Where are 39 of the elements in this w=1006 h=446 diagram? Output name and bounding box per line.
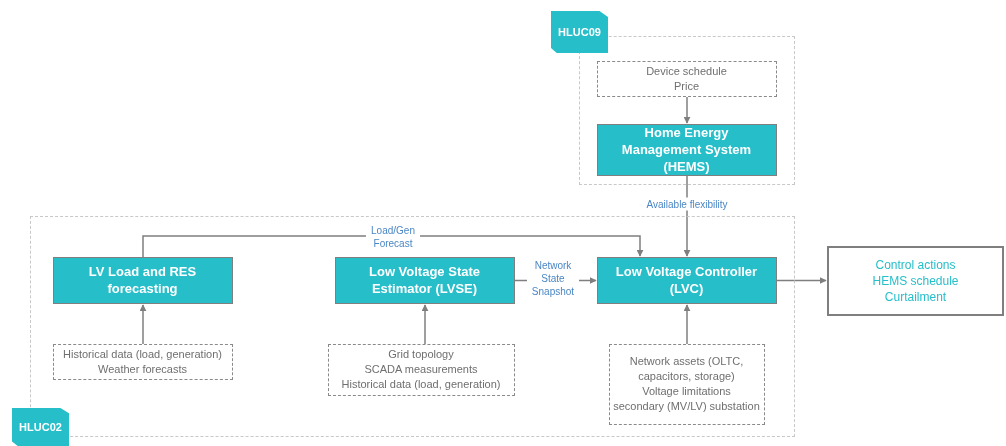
- node-text: Historical data (load, generation): [63, 346, 222, 362]
- arrow: [776, 277, 827, 284]
- process-box: [596, 256, 777, 304]
- node-text: SCADA measurements: [364, 362, 478, 377]
- arrow: [421, 304, 429, 345]
- input-box: [596, 60, 777, 97]
- node-text: Home Energy Management System (HEMS): [620, 124, 753, 175]
- node-text: Historical data (load, generation): [341, 377, 501, 392]
- node-text: LV Load and RES forecasting: [87, 263, 198, 297]
- input-box: [608, 343, 765, 425]
- process-box: [334, 256, 515, 304]
- tag-label: HLUC02: [19, 421, 62, 433]
- process-box: [596, 123, 777, 176]
- dashed-group-box: [579, 36, 795, 185]
- tag-label: HLUC09: [558, 26, 601, 38]
- node-text: Low Voltage Controller (LVC): [614, 263, 759, 297]
- edge-label: Load/Gen Forecast: [366, 224, 420, 250]
- arrow: [683, 96, 691, 124]
- node-text: Price: [673, 78, 700, 94]
- node-text: secondary (MV/LV) substation: [613, 399, 760, 414]
- group-tag: [551, 11, 608, 53]
- node-text: Curtailment: [884, 289, 947, 305]
- node-text: Voltage limitations: [642, 384, 731, 399]
- node-text: Low Voltage State Estimator (LVSE): [368, 263, 481, 297]
- output-box: [827, 246, 1004, 316]
- node-text: Device schedule: [646, 63, 727, 79]
- input-box: [52, 343, 233, 380]
- node-text: Control actions: [875, 257, 956, 273]
- edge-label: Network State Snapshot: [527, 258, 579, 298]
- node-text: Network assets (OLTC, capacitors, storage): [628, 354, 745, 384]
- arrow: [142, 235, 644, 258]
- node-text: Weather forecasts: [97, 361, 188, 377]
- arrow: [139, 304, 147, 345]
- input-box: [327, 343, 515, 396]
- node-text: Grid topology: [388, 347, 454, 362]
- arrow: [683, 304, 691, 345]
- group-tag: [12, 408, 69, 446]
- node-text: HEMS schedule: [872, 273, 959, 289]
- process-box: [52, 256, 233, 304]
